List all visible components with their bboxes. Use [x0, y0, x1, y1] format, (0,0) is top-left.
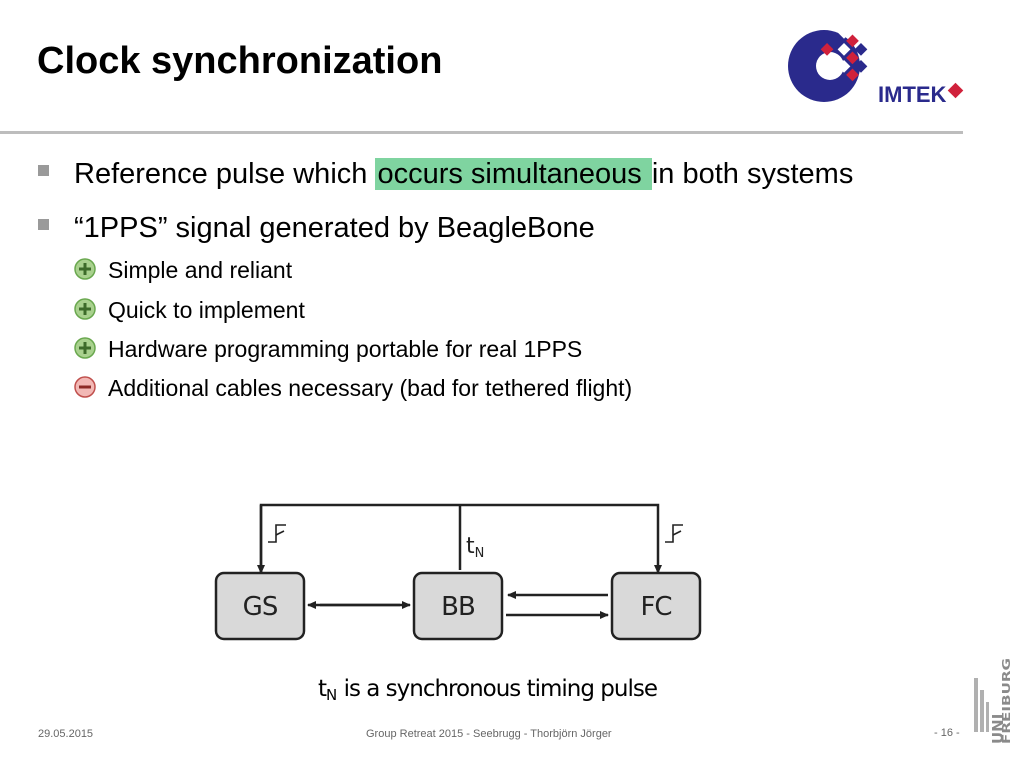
caption-t: t — [318, 676, 327, 702]
minus-circle-icon — [74, 376, 96, 398]
highlighted-phrase: occurs simultaneous — [375, 158, 652, 190]
imtek-logo-text: IMTEK — [878, 82, 947, 107]
uni-logo-text: UNI — [989, 714, 1007, 744]
plus-circle-icon — [74, 258, 96, 280]
fc-label: FC — [640, 592, 671, 622]
bullet-text: “1PPS” signal generated by BeagleBone — [74, 212, 595, 244]
plus-circle-icon — [74, 337, 96, 359]
bullet-text-post: in both systems — [651, 158, 854, 190]
gs-label: GS — [243, 592, 278, 622]
footer-date: 29.05.2015 — [38, 728, 94, 740]
sub-bullet-text: Additional cables necessary (bad for tet… — [108, 375, 633, 401]
rising-edge-icon — [268, 524, 286, 543]
page-number: - 16 - — [934, 727, 960, 739]
footer-event: Group Retreat 2015 - Seebrugg - Thorbjör… — [366, 728, 612, 740]
gs-box — [214, 571, 306, 641]
title-divider — [0, 131, 963, 134]
bullet-text-pre: Reference pulse which — [74, 158, 376, 190]
pulse-label: t — [466, 534, 475, 559]
rising-edge-icon — [665, 524, 683, 543]
sync-pulse-diagram: tN GS BB FC — [214, 503, 702, 641]
freiburg-logo-text: FREIBURG — [1000, 658, 1012, 744]
diagram-caption: tN is a synchronous timing pulse — [318, 676, 658, 704]
caption-sub: N — [326, 686, 338, 704]
plus-circle-icon — [74, 298, 96, 320]
sub-bullet-text: Quick to implement — [108, 297, 305, 323]
bb-box — [412, 571, 504, 641]
square-bullet-icon — [38, 165, 49, 176]
slide-title: Clock synchronization — [37, 40, 443, 82]
fc-box — [610, 571, 702, 641]
imtek-logo: IMTEK — [788, 26, 964, 107]
sub-bullet-text: Simple and reliant — [108, 257, 293, 283]
sub-bullet-text: Hardware programming portable for real 1… — [108, 336, 583, 362]
square-bullet-icon — [38, 219, 49, 230]
caption-text: is a synchronous timing pulse — [337, 676, 658, 702]
svg-text:tN: tN — [466, 534, 484, 561]
bb-label: BB — [441, 592, 475, 622]
uni-freiburg-logo: UNI FREIBURG — [974, 658, 1012, 744]
pulse-label-sub: N — [475, 546, 485, 561]
